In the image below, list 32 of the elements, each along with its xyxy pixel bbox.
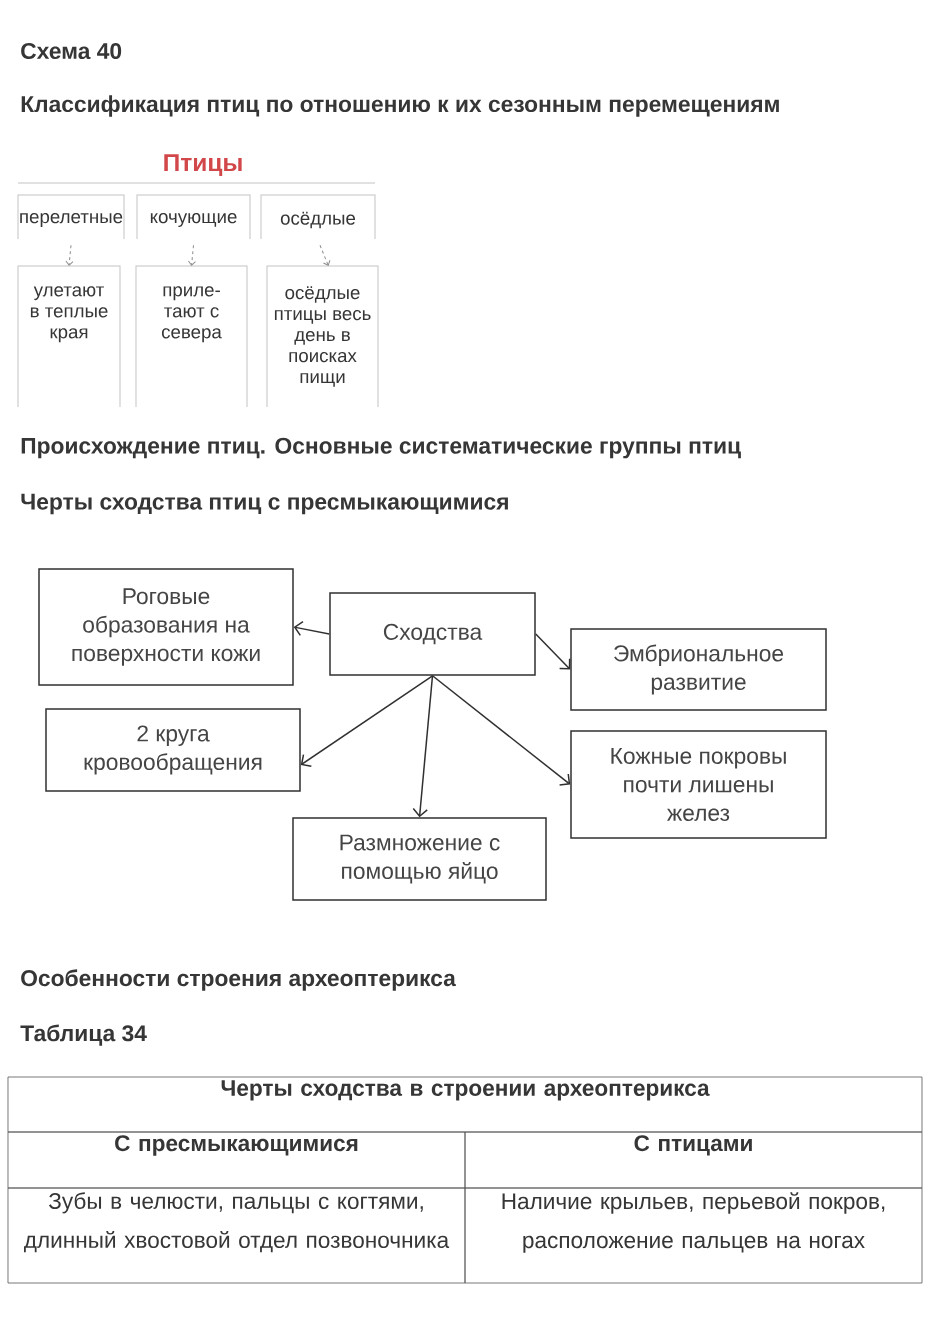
table-header-cell: Черты сходства в строении археоптерикса [7,1076,923,1133]
heading: Классификация птиц по отношению к их сезонным перемещениям [21,95,779,117]
arrow [412,675,434,818]
arrow [65,244,74,266]
heading: Особенности строения археоптерикса [21,969,456,991]
arrow [431,675,571,786]
table-header-cell: С пресмыкающимися [7,1131,466,1189]
description-box: приле- тают с севера [135,265,248,408]
arrow [300,675,434,768]
text-box: 2 круга кровообращения [45,708,301,792]
text-box: Эмбриональное развитие [570,628,827,711]
heading: Происхождение птиц. Основные систематические группы птиц [21,437,741,459]
arrow [535,633,571,670]
description-box: осёдлые птицы весь день в поисках пищи [266,265,379,408]
text-box: Сходства [329,592,536,676]
category-box: осёдлые [260,194,376,240]
heading: Черты сходства птиц с пресмыкающимися [21,493,508,515]
arrow [319,244,331,266]
table-cell: Зубы в челюсти, пальцы с когтями, длинный хвостовой отдел позвоночника [7,1187,466,1284]
description-box: улетают в теплые края [17,265,121,408]
text-box: Кожные покровы почти лишены желез [570,730,827,839]
category-box: кочующие [136,194,251,240]
heading: Птицы [164,154,242,176]
text-box: Роговые образования на поверхности кожи [38,568,294,686]
text-box: Размножение с помощью яйцо [292,817,547,901]
arrow [293,620,330,637]
heading: Таблица 34 [20,1024,147,1046]
heading: Схема 40 [21,42,122,60]
arrow [187,244,196,266]
table-header-cell: С птицами [464,1131,923,1189]
table-cell: Наличие крыльев, перьевой покров, расположение пальцев на ногах [464,1187,923,1284]
category-box: перелетные [17,194,125,240]
